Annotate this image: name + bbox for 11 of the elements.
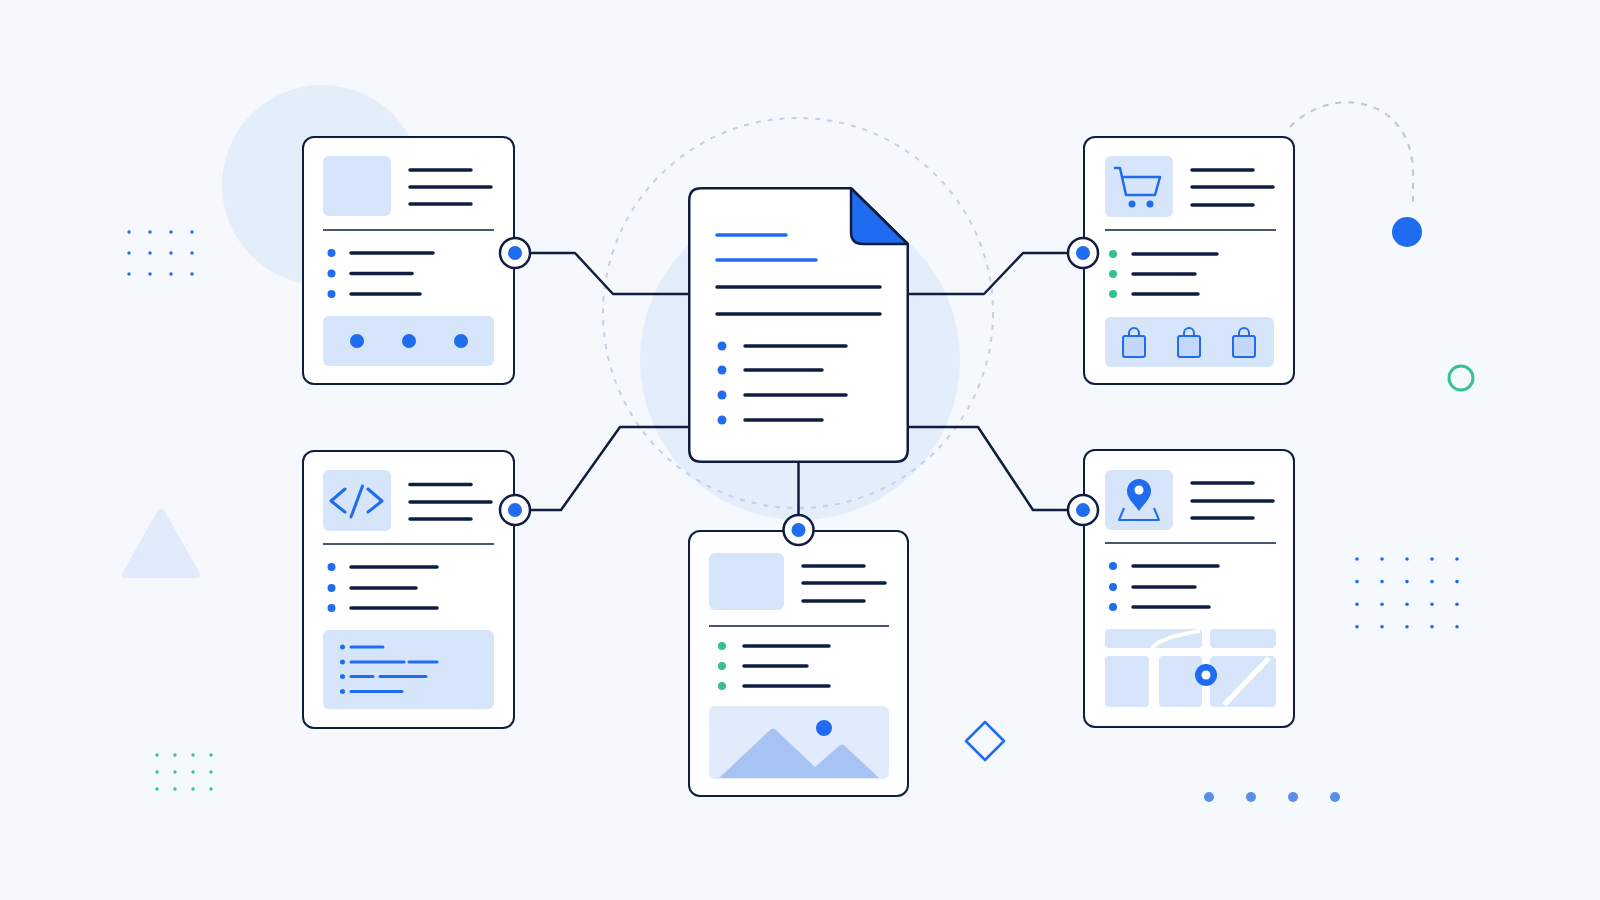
document-card: [688, 530, 909, 797]
document-card: [302, 136, 515, 385]
connector-line: [498, 425, 688, 527]
document-card: [1083, 449, 1295, 728]
connector-line: [782, 463, 815, 547]
document-card: [1083, 136, 1295, 385]
document-page: [688, 187, 909, 463]
connector-line: [909, 425, 1100, 527]
connector-line: [498, 236, 688, 296]
document-card: [302, 450, 515, 729]
connector-line: [909, 236, 1100, 296]
